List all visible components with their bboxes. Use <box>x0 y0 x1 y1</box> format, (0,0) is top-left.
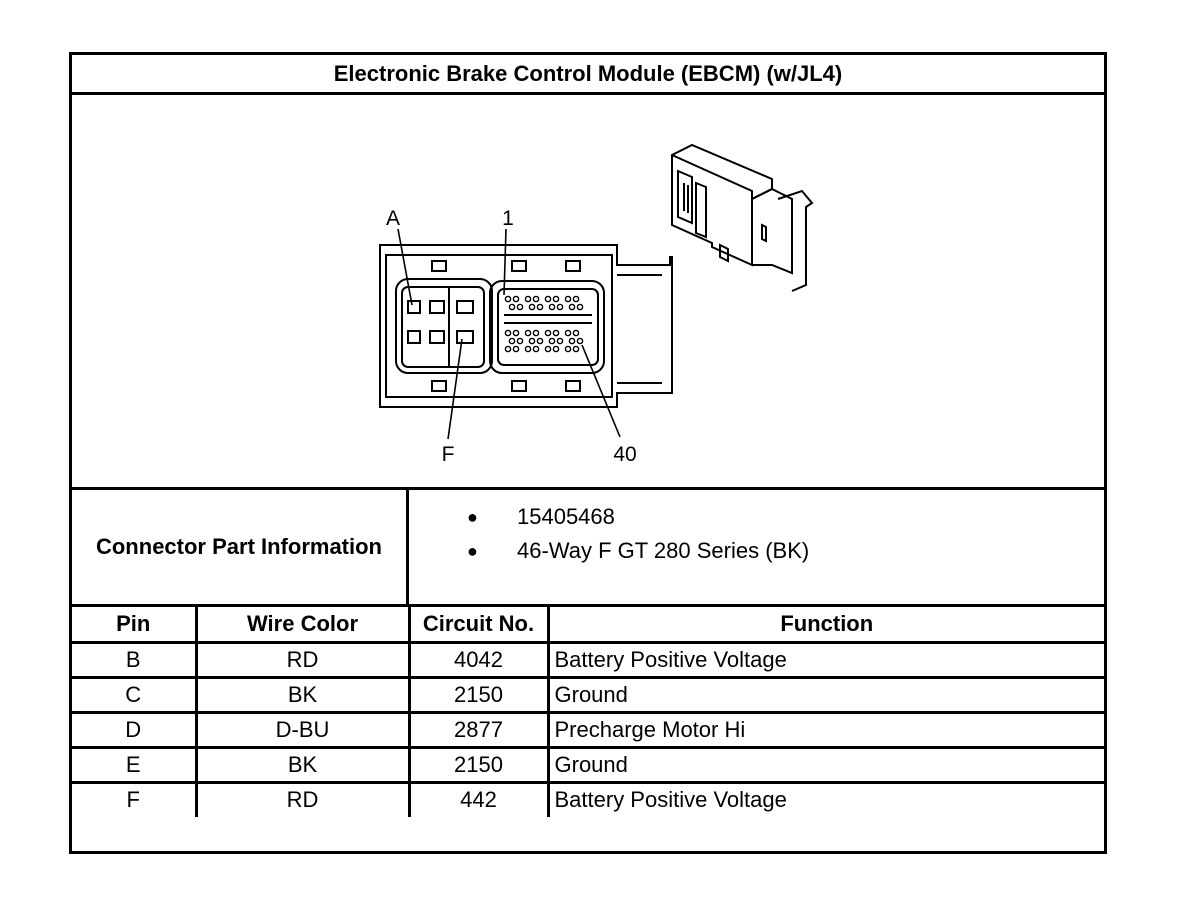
table-row: C BK 2150 Ground <box>72 675 1104 714</box>
header-function: Function <box>546 607 1104 644</box>
pin-cell: B <box>72 640 198 679</box>
header-wire-color: Wire Color <box>194 607 411 644</box>
callout-40: 40 <box>613 443 636 466</box>
wire-color-cell: BK <box>194 745 411 784</box>
table-row: E BK 2150 Ground <box>72 745 1104 784</box>
connector-description: 46-Way F GT 280 Series (BK) <box>517 538 810 563</box>
wire-color-cell: D-BU <box>194 710 411 749</box>
bullet-icon: ● <box>467 507 478 527</box>
circuit-cell: 2150 <box>407 675 550 714</box>
callout-f: F <box>442 443 455 466</box>
connector-info-row: Connector Part Information ● 15405468 ● 46… <box>72 490 1104 607</box>
table-row: D D-BU 2877 Precharge Motor Hi <box>72 710 1104 749</box>
circuit-cell: 2150 <box>407 745 550 784</box>
module-title: Electronic Brake Control Module (EBCM) (… <box>72 55 1104 95</box>
table-header-row: Pin Wire Color Circuit No. Function <box>72 607 1104 644</box>
pin-cell: F <box>72 780 198 817</box>
table-row: B RD 4042 Battery Positive Voltage <box>72 640 1104 679</box>
header-pin: Pin <box>72 607 198 644</box>
connector-info-list: ● 15405468 ● 46-Way F GT 280 Series (BK) <box>409 490 1104 614</box>
connector-face-view <box>379 244 673 408</box>
callout-leaders <box>397 228 621 440</box>
connector-drawing: A 1 F 40 <box>379 143 814 466</box>
connector-iso-view <box>671 143 814 292</box>
function-cell: Ground <box>546 675 1104 714</box>
pin-table: Pin Wire Color Circuit No. Function B RD… <box>72 607 1104 817</box>
bullet-icon: ● <box>467 541 478 561</box>
callout-a: A <box>386 207 400 230</box>
connector-figure: A 1 F 40 <box>72 95 1104 490</box>
wire-color-cell: RD <box>194 780 411 817</box>
pin-array <box>504 295 584 353</box>
pin-cell: D <box>72 710 198 749</box>
circuit-cell: 4042 <box>407 640 550 679</box>
function-cell: Battery Positive Voltage <box>546 780 1104 817</box>
circuit-cell: 442 <box>407 780 550 817</box>
list-item: ● 15405468 <box>409 500 1104 534</box>
connector-sheet: Electronic Brake Control Module (EBCM) (… <box>69 52 1107 854</box>
header-circuit: Circuit No. <box>407 607 550 644</box>
wire-color-cell: RD <box>194 640 411 679</box>
connector-info-label: Connector Part Information <box>72 490 409 604</box>
function-cell: Precharge Motor Hi <box>546 710 1104 749</box>
pin-cell: E <box>72 745 198 784</box>
pin-cell: C <box>72 675 198 714</box>
table-row: F RD 442 Battery Positive Voltage <box>72 780 1104 817</box>
wire-color-cell: BK <box>194 675 411 714</box>
list-item: ● 46-Way F GT 280 Series (BK) <box>409 534 1104 568</box>
circuit-cell: 2877 <box>407 710 550 749</box>
part-number: 15405468 <box>517 504 615 529</box>
function-cell: Ground <box>546 745 1104 784</box>
function-cell: Battery Positive Voltage <box>546 640 1104 679</box>
callout-1: 1 <box>502 207 514 230</box>
